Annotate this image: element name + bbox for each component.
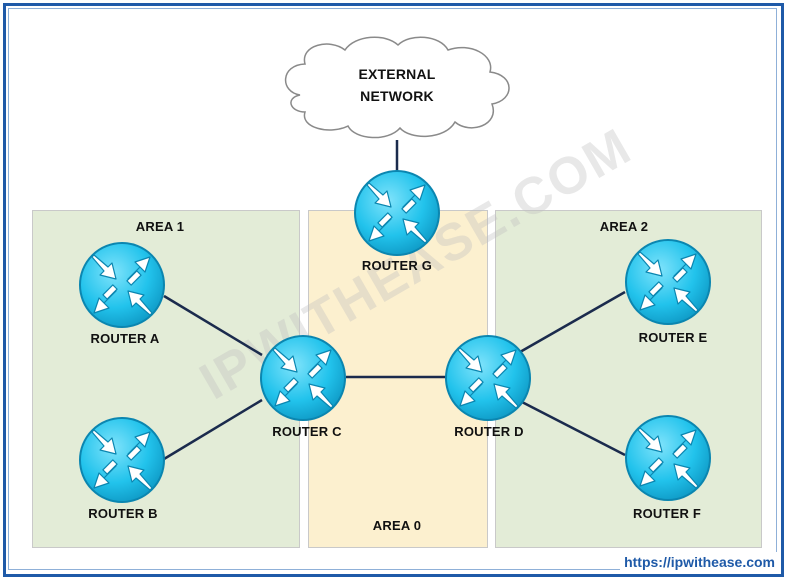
- router-a-label: ROUTER A: [90, 331, 160, 346]
- link-a-c: [163, 294, 263, 357]
- router-b-icon: [79, 417, 165, 503]
- router-e-label: ROUTER E: [638, 330, 708, 345]
- link-d-e: [519, 290, 626, 354]
- router-b-label: ROUTER B: [88, 506, 158, 521]
- router-c-label: ROUTER C: [272, 424, 342, 439]
- router-g-icon: [354, 170, 440, 256]
- router-e-icon: [625, 239, 711, 325]
- area-2-label: AREA 2: [599, 219, 649, 234]
- area-1-box: [32, 210, 300, 548]
- router-c-icon: [260, 335, 346, 421]
- external-network-cloud: [284, 36, 510, 139]
- cloud-label-line2: NETWORK: [360, 88, 434, 104]
- router-d-icon: [445, 335, 531, 421]
- area-1-label: AREA 1: [135, 219, 185, 234]
- link-b-c: [163, 398, 263, 461]
- router-d-label: ROUTER D: [454, 424, 524, 439]
- links: [163, 140, 626, 461]
- cloud-label-line1: EXTERNAL: [358, 66, 436, 82]
- router-f-icon: [625, 415, 711, 501]
- area-0-label: AREA 0: [372, 518, 422, 533]
- router-g-label: ROUTER G: [361, 258, 433, 273]
- router-a-icon: [79, 242, 165, 328]
- diagram-inner-border: [8, 8, 777, 570]
- link-d-f: [519, 399, 626, 457]
- router-f-label: ROUTER F: [632, 506, 702, 521]
- source-url: https://ipwithease.com: [620, 552, 779, 572]
